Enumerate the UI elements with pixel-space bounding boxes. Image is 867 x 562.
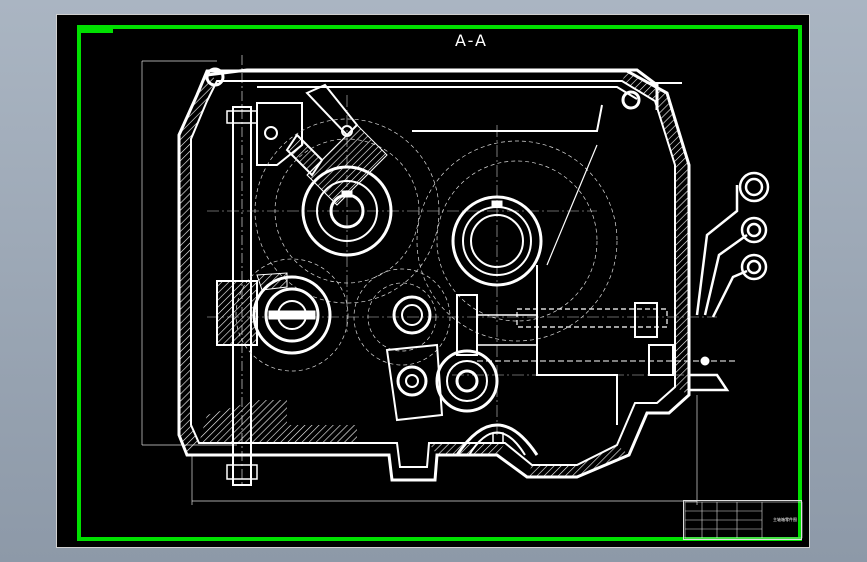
center-lines (207, 95, 717, 435)
drawing-sheet: A-A 主轴箱零件图 (56, 14, 810, 548)
oil-sump-boss (455, 423, 539, 456)
frame-corner-mark (79, 27, 113, 33)
title-block-grid (684, 501, 803, 539)
external-levers (689, 171, 770, 392)
gear-middle (385, 295, 444, 422)
section-drawing (77, 25, 803, 541)
partition-wall (412, 104, 618, 425)
gear-upper-left (301, 124, 393, 257)
gearbox-housing (177, 69, 691, 482)
gear-lower-left (216, 272, 332, 355)
section-label: A-A (455, 31, 488, 50)
top-cover (205, 67, 682, 110)
drawing-frame (77, 25, 802, 541)
drawing-name: 主轴箱零件图 (773, 517, 797, 522)
dimension-lines (141, 60, 698, 505)
title-block: 主轴箱零件图 (683, 500, 802, 540)
gear-lower-center (435, 294, 538, 413)
right-shaft (477, 302, 737, 376)
gear-right (451, 195, 543, 287)
